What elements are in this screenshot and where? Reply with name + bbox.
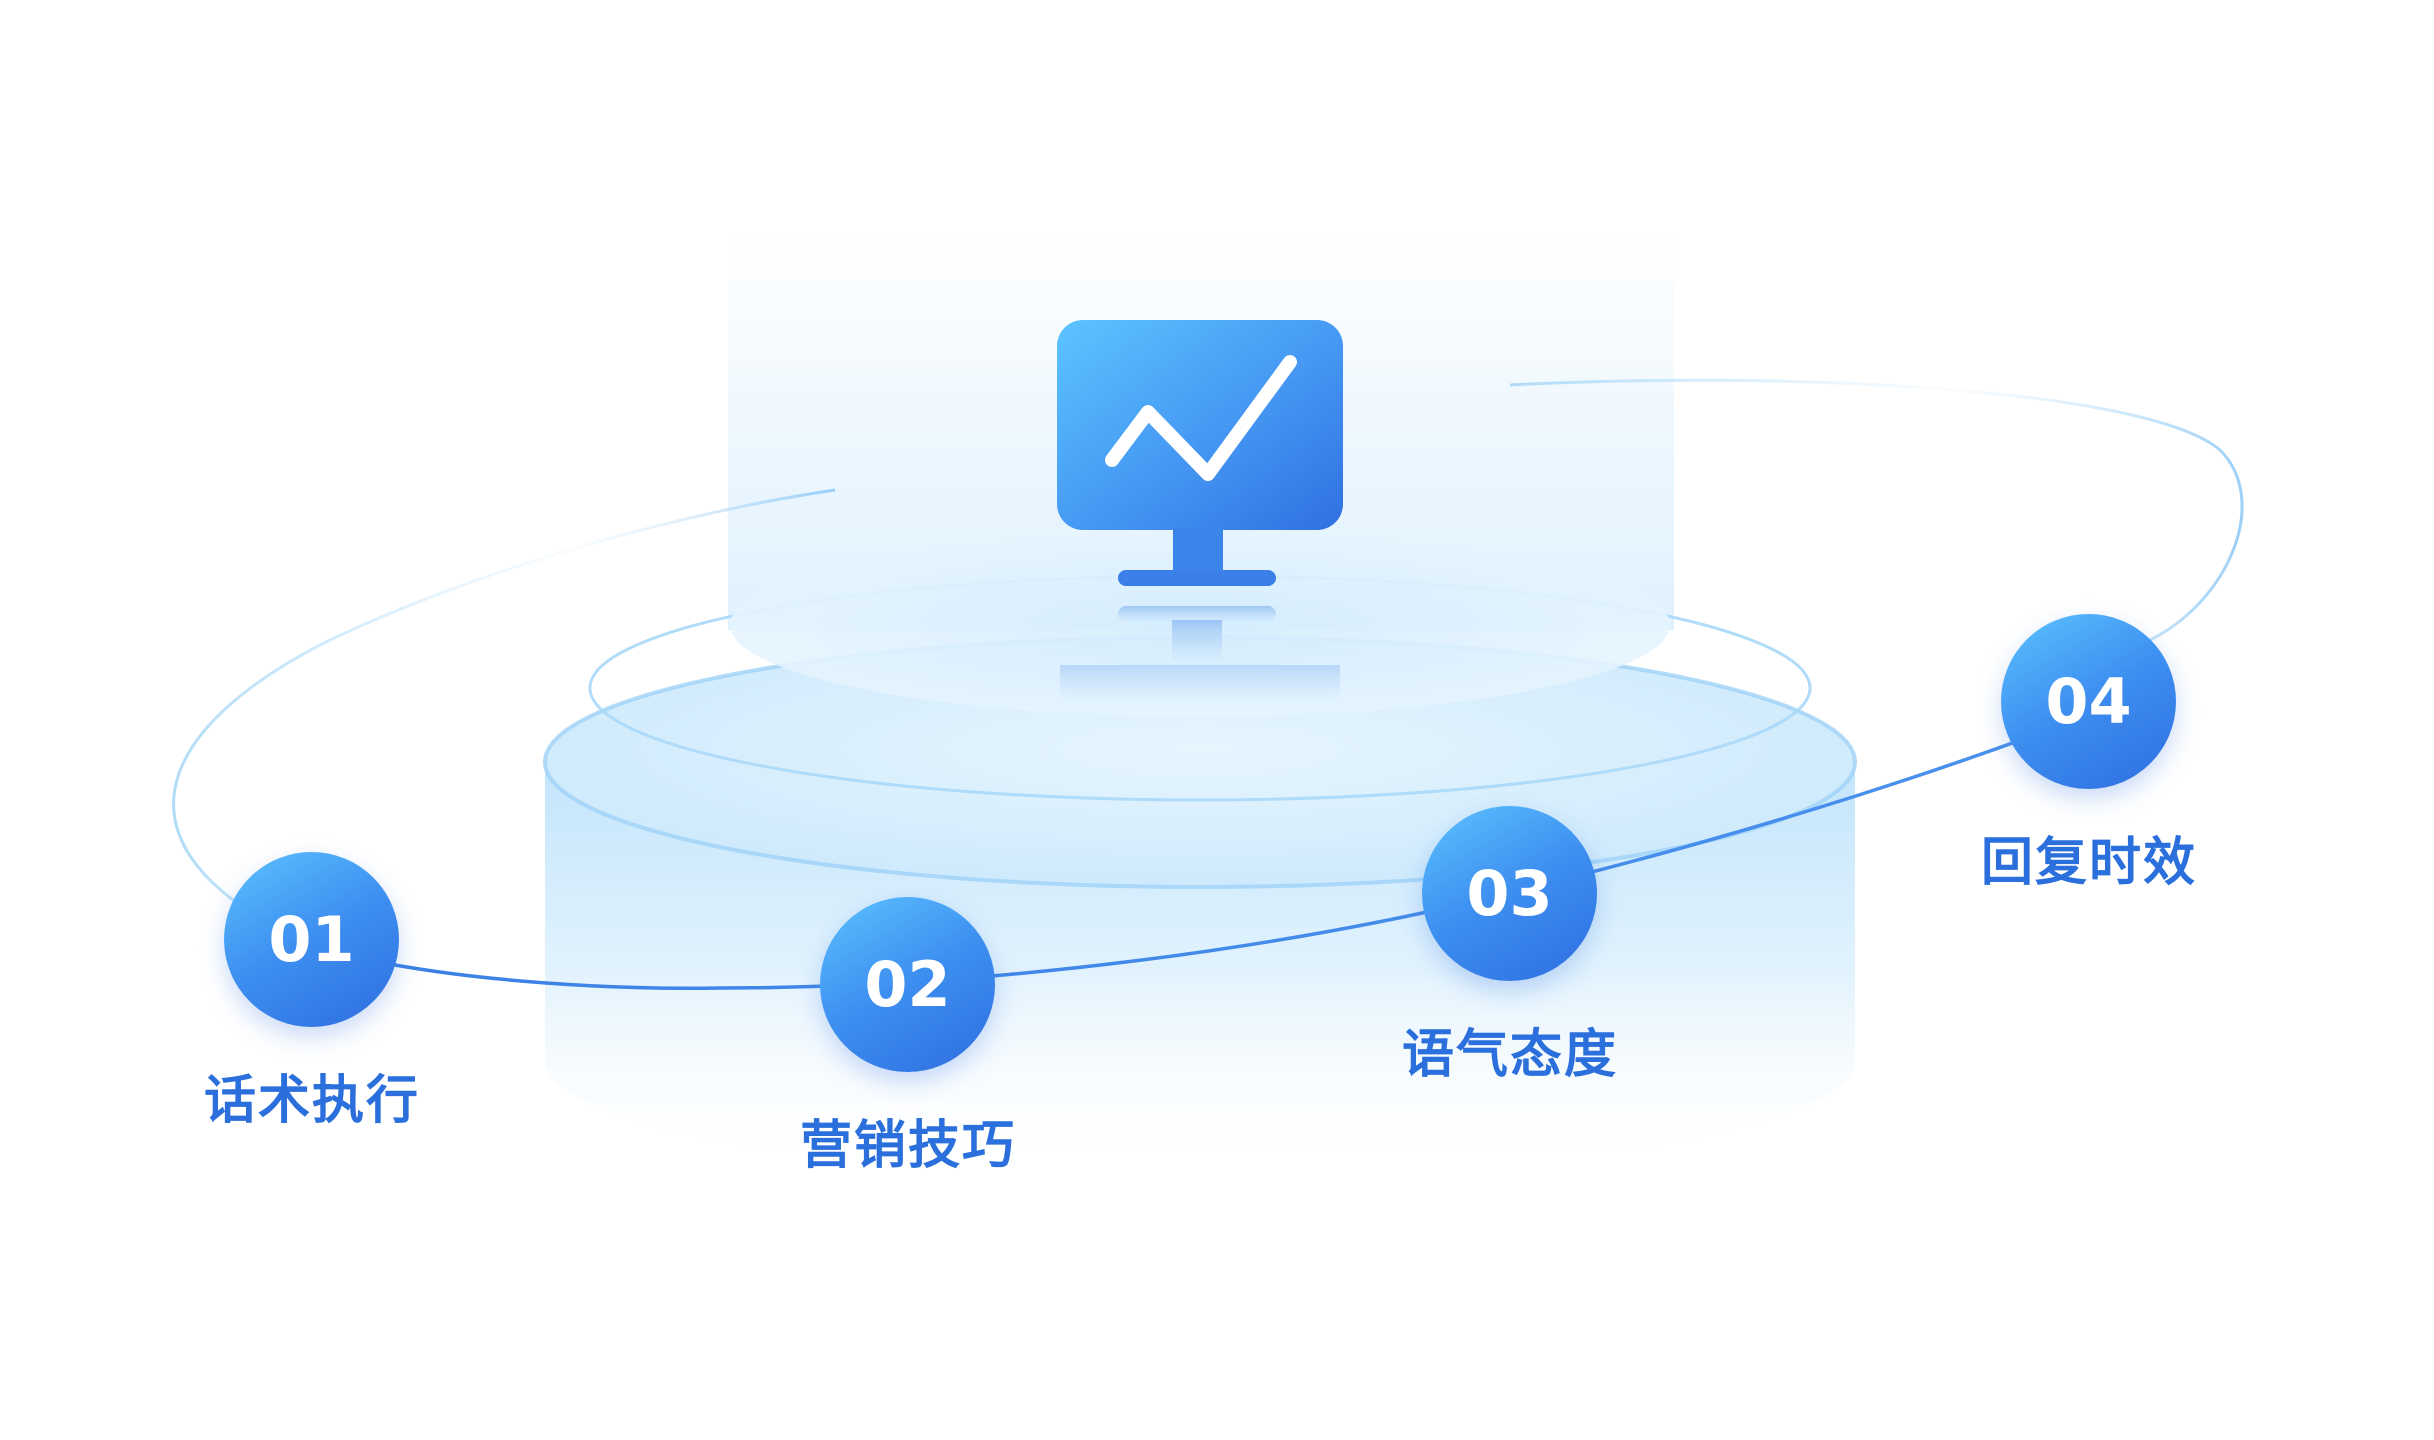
step-4-badge: 04 — [2001, 614, 2176, 789]
step-2-label: 营销技巧 — [799, 1116, 1016, 1176]
step-1-label: 话术执行 — [203, 1071, 420, 1131]
step-4-label: 回复时效 — [1980, 833, 2197, 893]
monitor-reflection-screen — [1060, 665, 1340, 700]
orbit-front-arc — [394, 688, 2151, 990]
step-3-label: 语气态度 — [1401, 1025, 1618, 1085]
orbit-back-arc-right — [1509, 378, 2244, 642]
step-2-badge: 02 — [820, 897, 995, 1072]
monitor-trend-chart-icon — [1057, 320, 1343, 586]
monitor-reflection-neck — [1172, 620, 1222, 660]
orbit-back-arc — [172, 488, 836, 907]
step-3-badge: 03 — [1422, 806, 1597, 981]
monitor-reflection-bar — [1118, 606, 1276, 622]
step-1-badge: 01 — [224, 852, 399, 1027]
